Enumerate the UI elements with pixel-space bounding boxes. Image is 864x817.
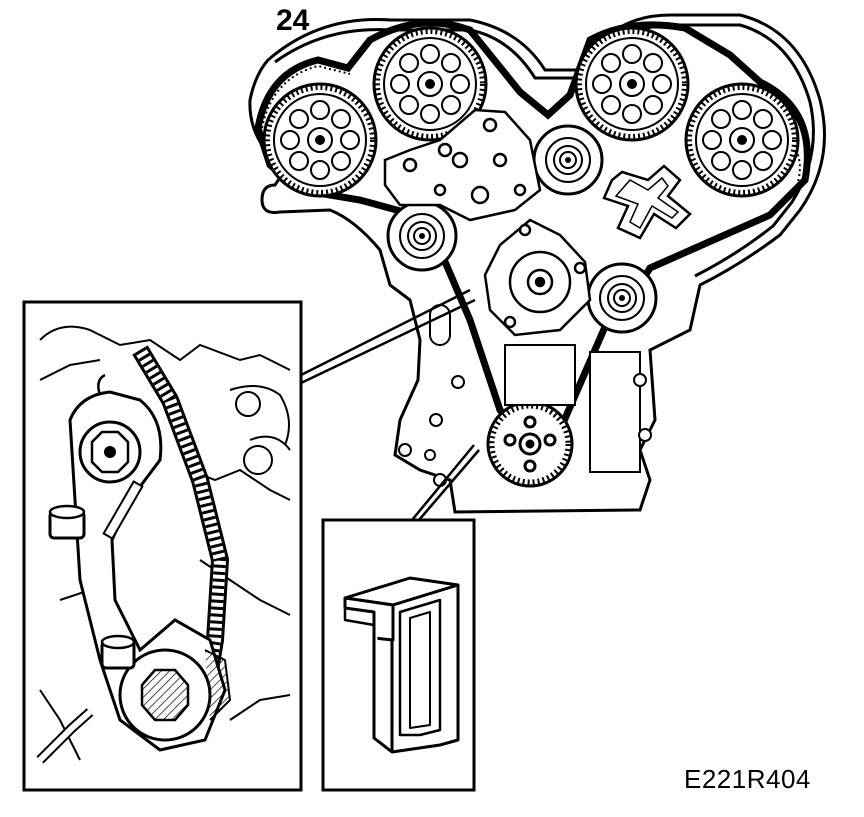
idler-pulley-right — [586, 262, 658, 334]
crankshaft-sprocket — [486, 400, 574, 488]
camshaft-sprocket-right-exhaust — [686, 84, 798, 196]
lower-cover-details — [398, 304, 652, 487]
inset-tensioner-detail — [22, 300, 303, 792]
camshaft-sprocket-right-intake — [576, 28, 688, 140]
idler-pulley-upper — [532, 124, 604, 196]
locking-tool — [343, 576, 460, 754]
cross-bracket — [602, 164, 692, 240]
tensioner-pulley — [386, 200, 458, 272]
inset-locking-tool-detail — [321, 518, 476, 792]
callout-lines — [300, 288, 480, 521]
center-mount-bracket — [383, 108, 542, 222]
figure-code: E221R404 — [684, 764, 811, 794]
camshaft-sprocket-left-exhaust — [264, 84, 376, 196]
water-pump — [483, 218, 592, 337]
step-number: 24 — [276, 4, 310, 37]
